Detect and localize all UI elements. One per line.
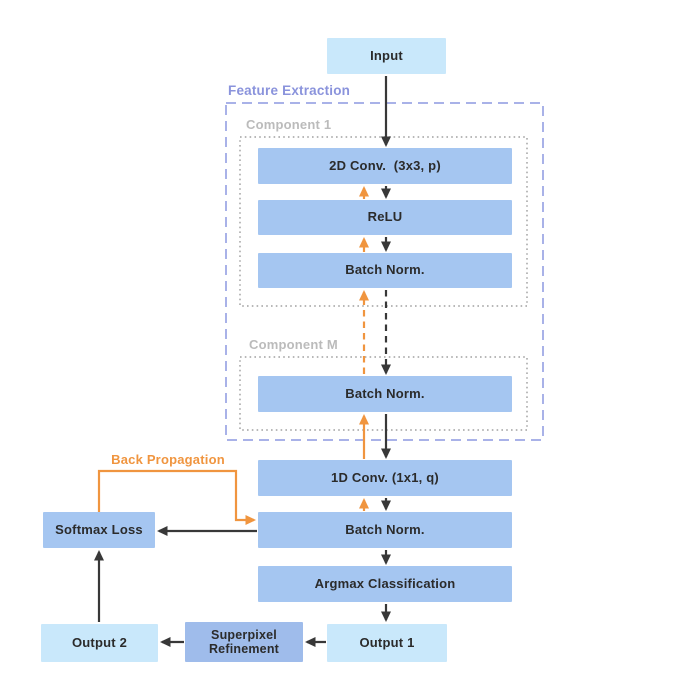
node-batch-norm-head: Batch Norm. — [258, 512, 512, 548]
feature-extraction-label: Feature Extraction — [228, 83, 351, 98]
node-batch-norm-component1: Batch Norm. — [258, 253, 512, 288]
node-1d-conv: 1D Conv. (1x1, q) — [258, 460, 512, 496]
node-argmax-classification: Argmax Classification — [258, 566, 512, 602]
node-output-2: Output 2 — [41, 624, 158, 662]
node-relu: ReLU — [258, 200, 512, 235]
component-1-label: Component 1 — [246, 117, 332, 132]
node-batch-norm-componentM: Batch Norm. — [258, 376, 512, 412]
node-softmax-loss: Softmax Loss — [43, 512, 155, 548]
node-output-1: Output 1 — [327, 624, 447, 662]
component-m-label: Component M — [249, 337, 338, 352]
back-propagation-label: Back Propagation — [111, 452, 225, 467]
node-2d-conv: 2D Conv. (3x3, p) — [258, 148, 512, 184]
node-input: Input — [327, 38, 446, 74]
node-superpixel-refinement: Superpixel Refinement — [185, 622, 303, 662]
